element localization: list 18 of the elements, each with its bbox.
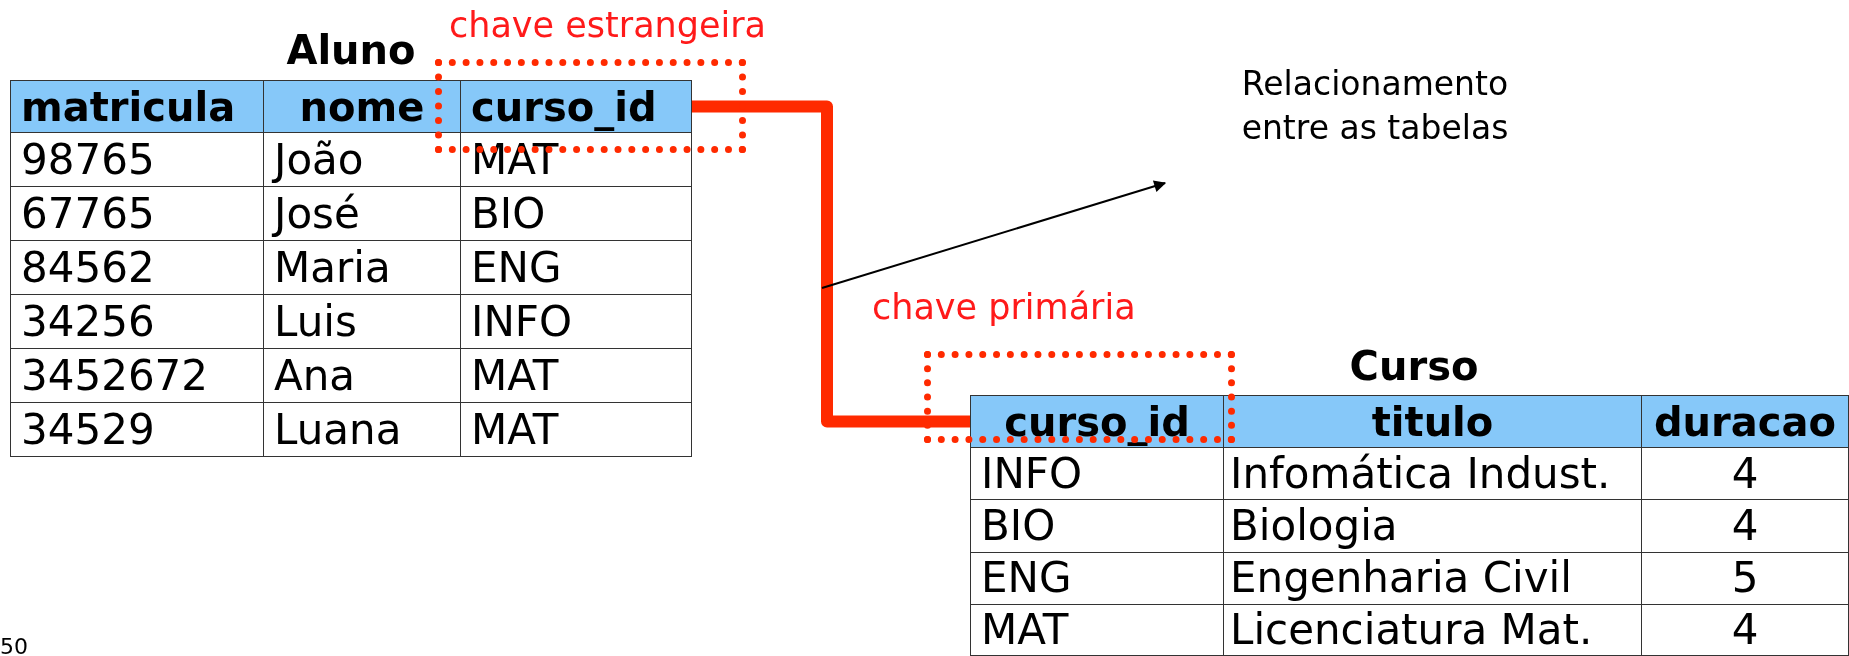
column-header: nome	[263, 80, 461, 133]
column-header: curso_id	[460, 80, 692, 133]
page-number: 50	[0, 636, 28, 656]
relationship-line	[692, 100, 970, 428]
table-cell: 4	[1641, 603, 1849, 656]
table-title: Aluno	[286, 30, 416, 70]
annotation-label: chave primária	[872, 290, 1136, 325]
table-title: Curso	[1349, 346, 1479, 386]
column-header: duracao	[1641, 395, 1849, 448]
column-header: matricula	[10, 80, 264, 133]
arrow	[821, 180, 1167, 289]
table-cell: 34529	[10, 402, 264, 457]
column-header: titulo	[1223, 395, 1642, 448]
table-cell: MAT	[970, 603, 1224, 656]
table-cell: MAT	[460, 402, 692, 457]
annotation-text: Relacionamento entre as tabelas	[1165, 62, 1535, 183]
column-header: curso_id	[970, 395, 1224, 448]
annotation-label: chave estrangeira	[449, 8, 767, 43]
